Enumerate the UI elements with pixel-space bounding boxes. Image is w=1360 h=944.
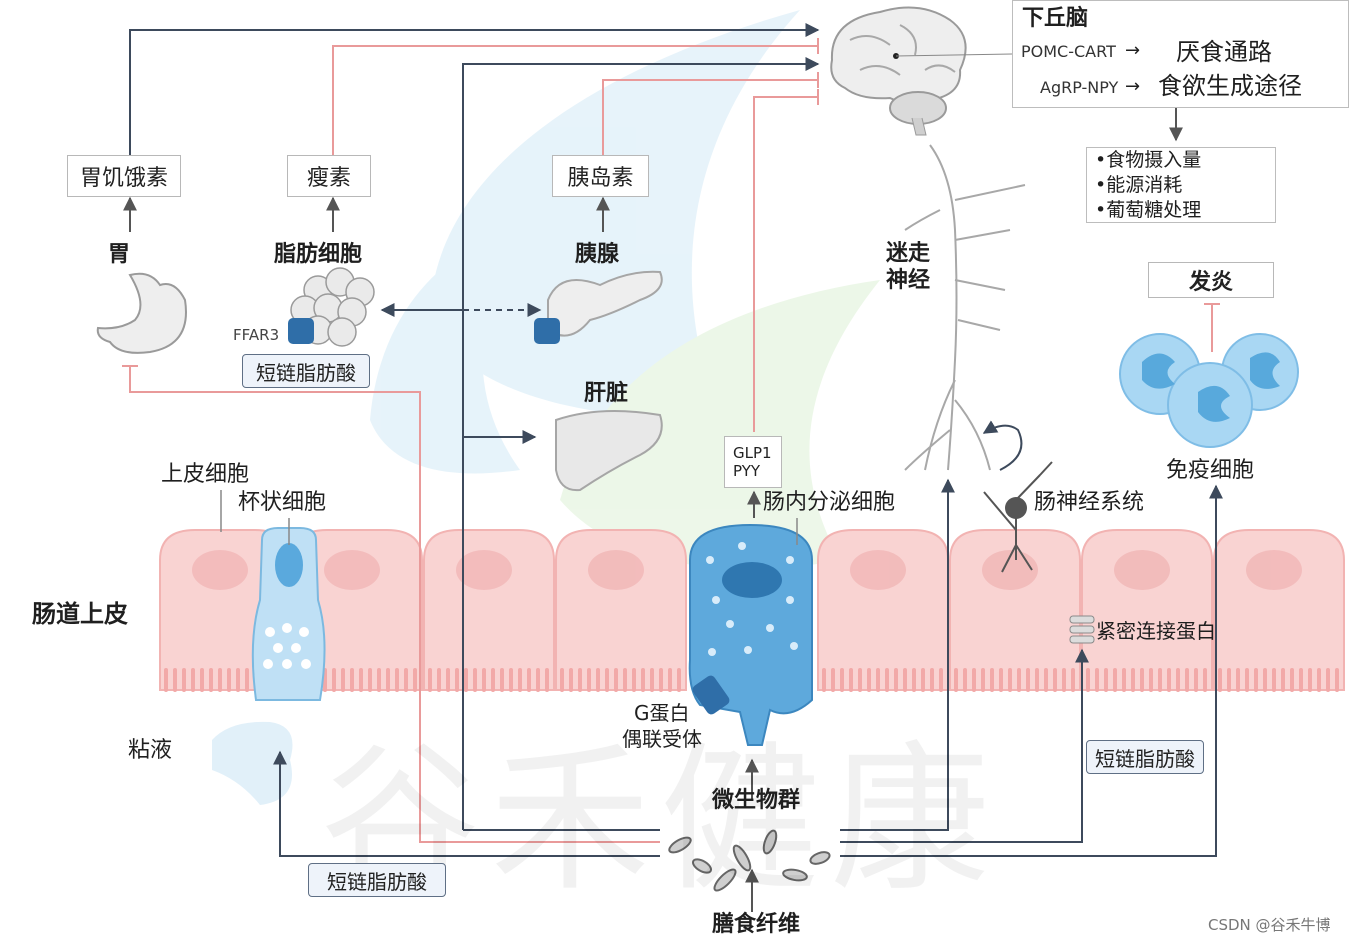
pancreas-receptor-shape: [534, 318, 560, 344]
ffar3-label: FFAR3: [233, 326, 280, 344]
enteric-neuron: [983, 461, 1053, 573]
vagus-label-2: 神经: [886, 268, 931, 293]
list-item: •能源消耗: [1095, 174, 1183, 196]
outcomes-list: •食物摄入量 •能源消耗 •葡萄糖处理: [1086, 147, 1276, 223]
goblet-cell-label: 杯状细胞: [238, 490, 327, 515]
enteroendocrine-cell: [688, 523, 813, 746]
pancreas-label: 胰腺: [575, 242, 620, 267]
pancreas-shape: [547, 270, 663, 337]
credit-label: CSDN @谷禾牛博: [1208, 916, 1331, 934]
enteroendocrine-label: 肠内分泌细胞: [763, 490, 896, 515]
vagus-label-1: 迷走: [886, 241, 931, 266]
liver-label: 肝脏: [584, 381, 629, 406]
dietary-fiber-label: 膳食纤维: [712, 912, 801, 937]
immune-cells-label: 免疫细胞: [1166, 458, 1255, 483]
vagus-nerve: [904, 144, 1026, 471]
list-item: •葡萄糖处理: [1095, 199, 1202, 221]
insulin-box: 胰岛素: [552, 155, 649, 197]
microbes: [668, 829, 831, 892]
glp1-label: GLP1: [733, 444, 772, 462]
scfa-chip-tight-junction: 短链脂肪酸: [1086, 740, 1204, 774]
ffar3-receptor-shape: [288, 318, 314, 344]
tight-junction-label: 紧密连接蛋白: [1096, 619, 1216, 643]
stomach-label: 胃: [108, 242, 131, 267]
hypothalamus-box: [1012, 0, 1349, 108]
inflammation-label: 发炎: [1188, 270, 1233, 295]
adipocyte-label: 脂肪细胞: [274, 242, 363, 267]
stimulating-pathways: [129, 23, 1223, 857]
hypothalamus-title: 下丘脑: [1022, 6, 1089, 31]
pomc-cart-label: POMC-CART: [1021, 42, 1116, 61]
gpcr-label-2: 偶联受体: [622, 727, 702, 751]
anorexia-pathway-label: 厌食通路: [1176, 38, 1272, 66]
ghrelin-box: 胃饥饿素: [67, 155, 181, 197]
stomach-shape: [96, 272, 187, 354]
scfa-chip-adipocyte: 短链脂肪酸: [242, 354, 370, 388]
brain: [830, 6, 967, 136]
pomc-arrow: →: [1125, 40, 1141, 61]
enteric-nervous-label: 肠神经系统: [1034, 490, 1145, 515]
inhibiting-pathways: [122, 38, 1220, 843]
mucus-label: 粘液: [128, 738, 173, 763]
liver-shape: [555, 410, 663, 492]
tight-junction: [1069, 615, 1095, 644]
agrp-npy-label: AgRP-NPY: [1040, 78, 1119, 97]
goblet-cell: [212, 527, 326, 805]
agrp-arrow: →: [1125, 76, 1141, 97]
scfa-chip-mucus: 短链脂肪酸: [308, 863, 446, 897]
gpcr-label-1: G蛋白: [634, 701, 690, 725]
glp1-pyy-box: GLP1 PYY: [724, 436, 782, 488]
epithelial-cell-label: 上皮细胞: [161, 462, 250, 487]
watermark-logo: [370, 10, 880, 570]
inflammation-box: 发炎: [1148, 262, 1274, 298]
pyy-label: PYY: [733, 462, 761, 480]
appetite-pathway-label: 食欲生成途径: [1158, 72, 1302, 100]
gut-epithelium-label: 肠道上皮: [32, 600, 128, 628]
leptin-box: 瘦素: [287, 155, 371, 197]
list-item: •食物摄入量: [1095, 149, 1202, 171]
microbiota-label: 微生物群: [712, 788, 801, 813]
